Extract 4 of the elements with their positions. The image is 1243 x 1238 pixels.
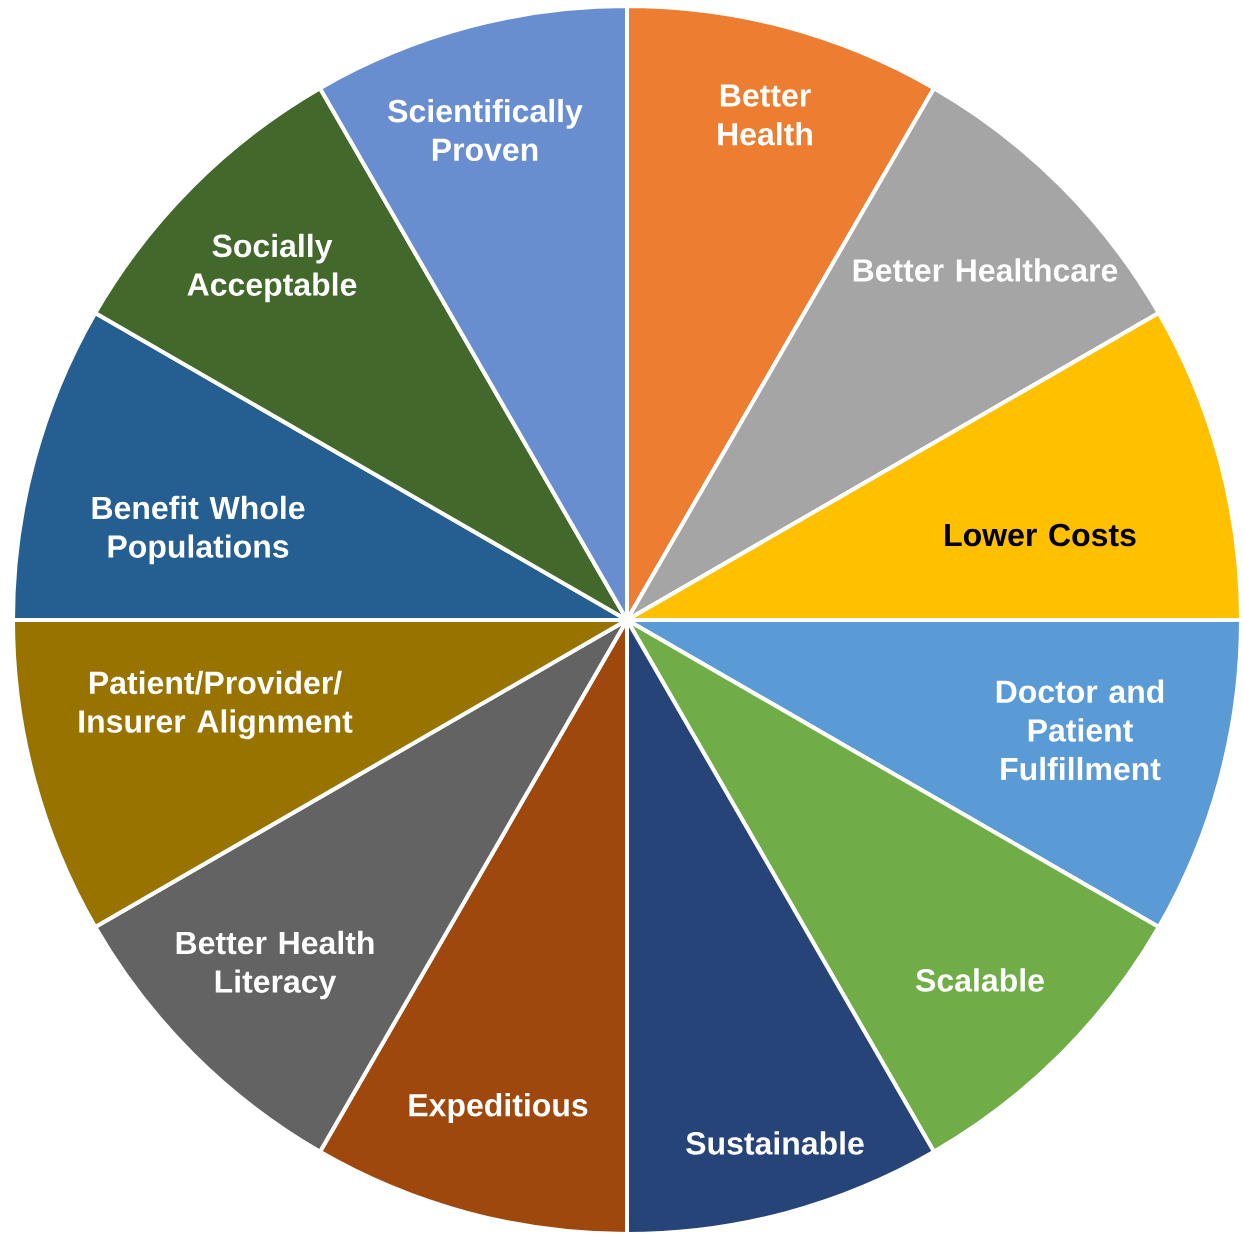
pie-slice: Lower Costs	[625, 311, 1243, 622]
pie-slice: Doctor and Patient Fulfillment	[625, 618, 1243, 929]
pie-slice: Patient/Provider/ Insurer Alignment	[11, 618, 629, 929]
pie-slice: Benefit Whole Populations	[11, 311, 629, 622]
